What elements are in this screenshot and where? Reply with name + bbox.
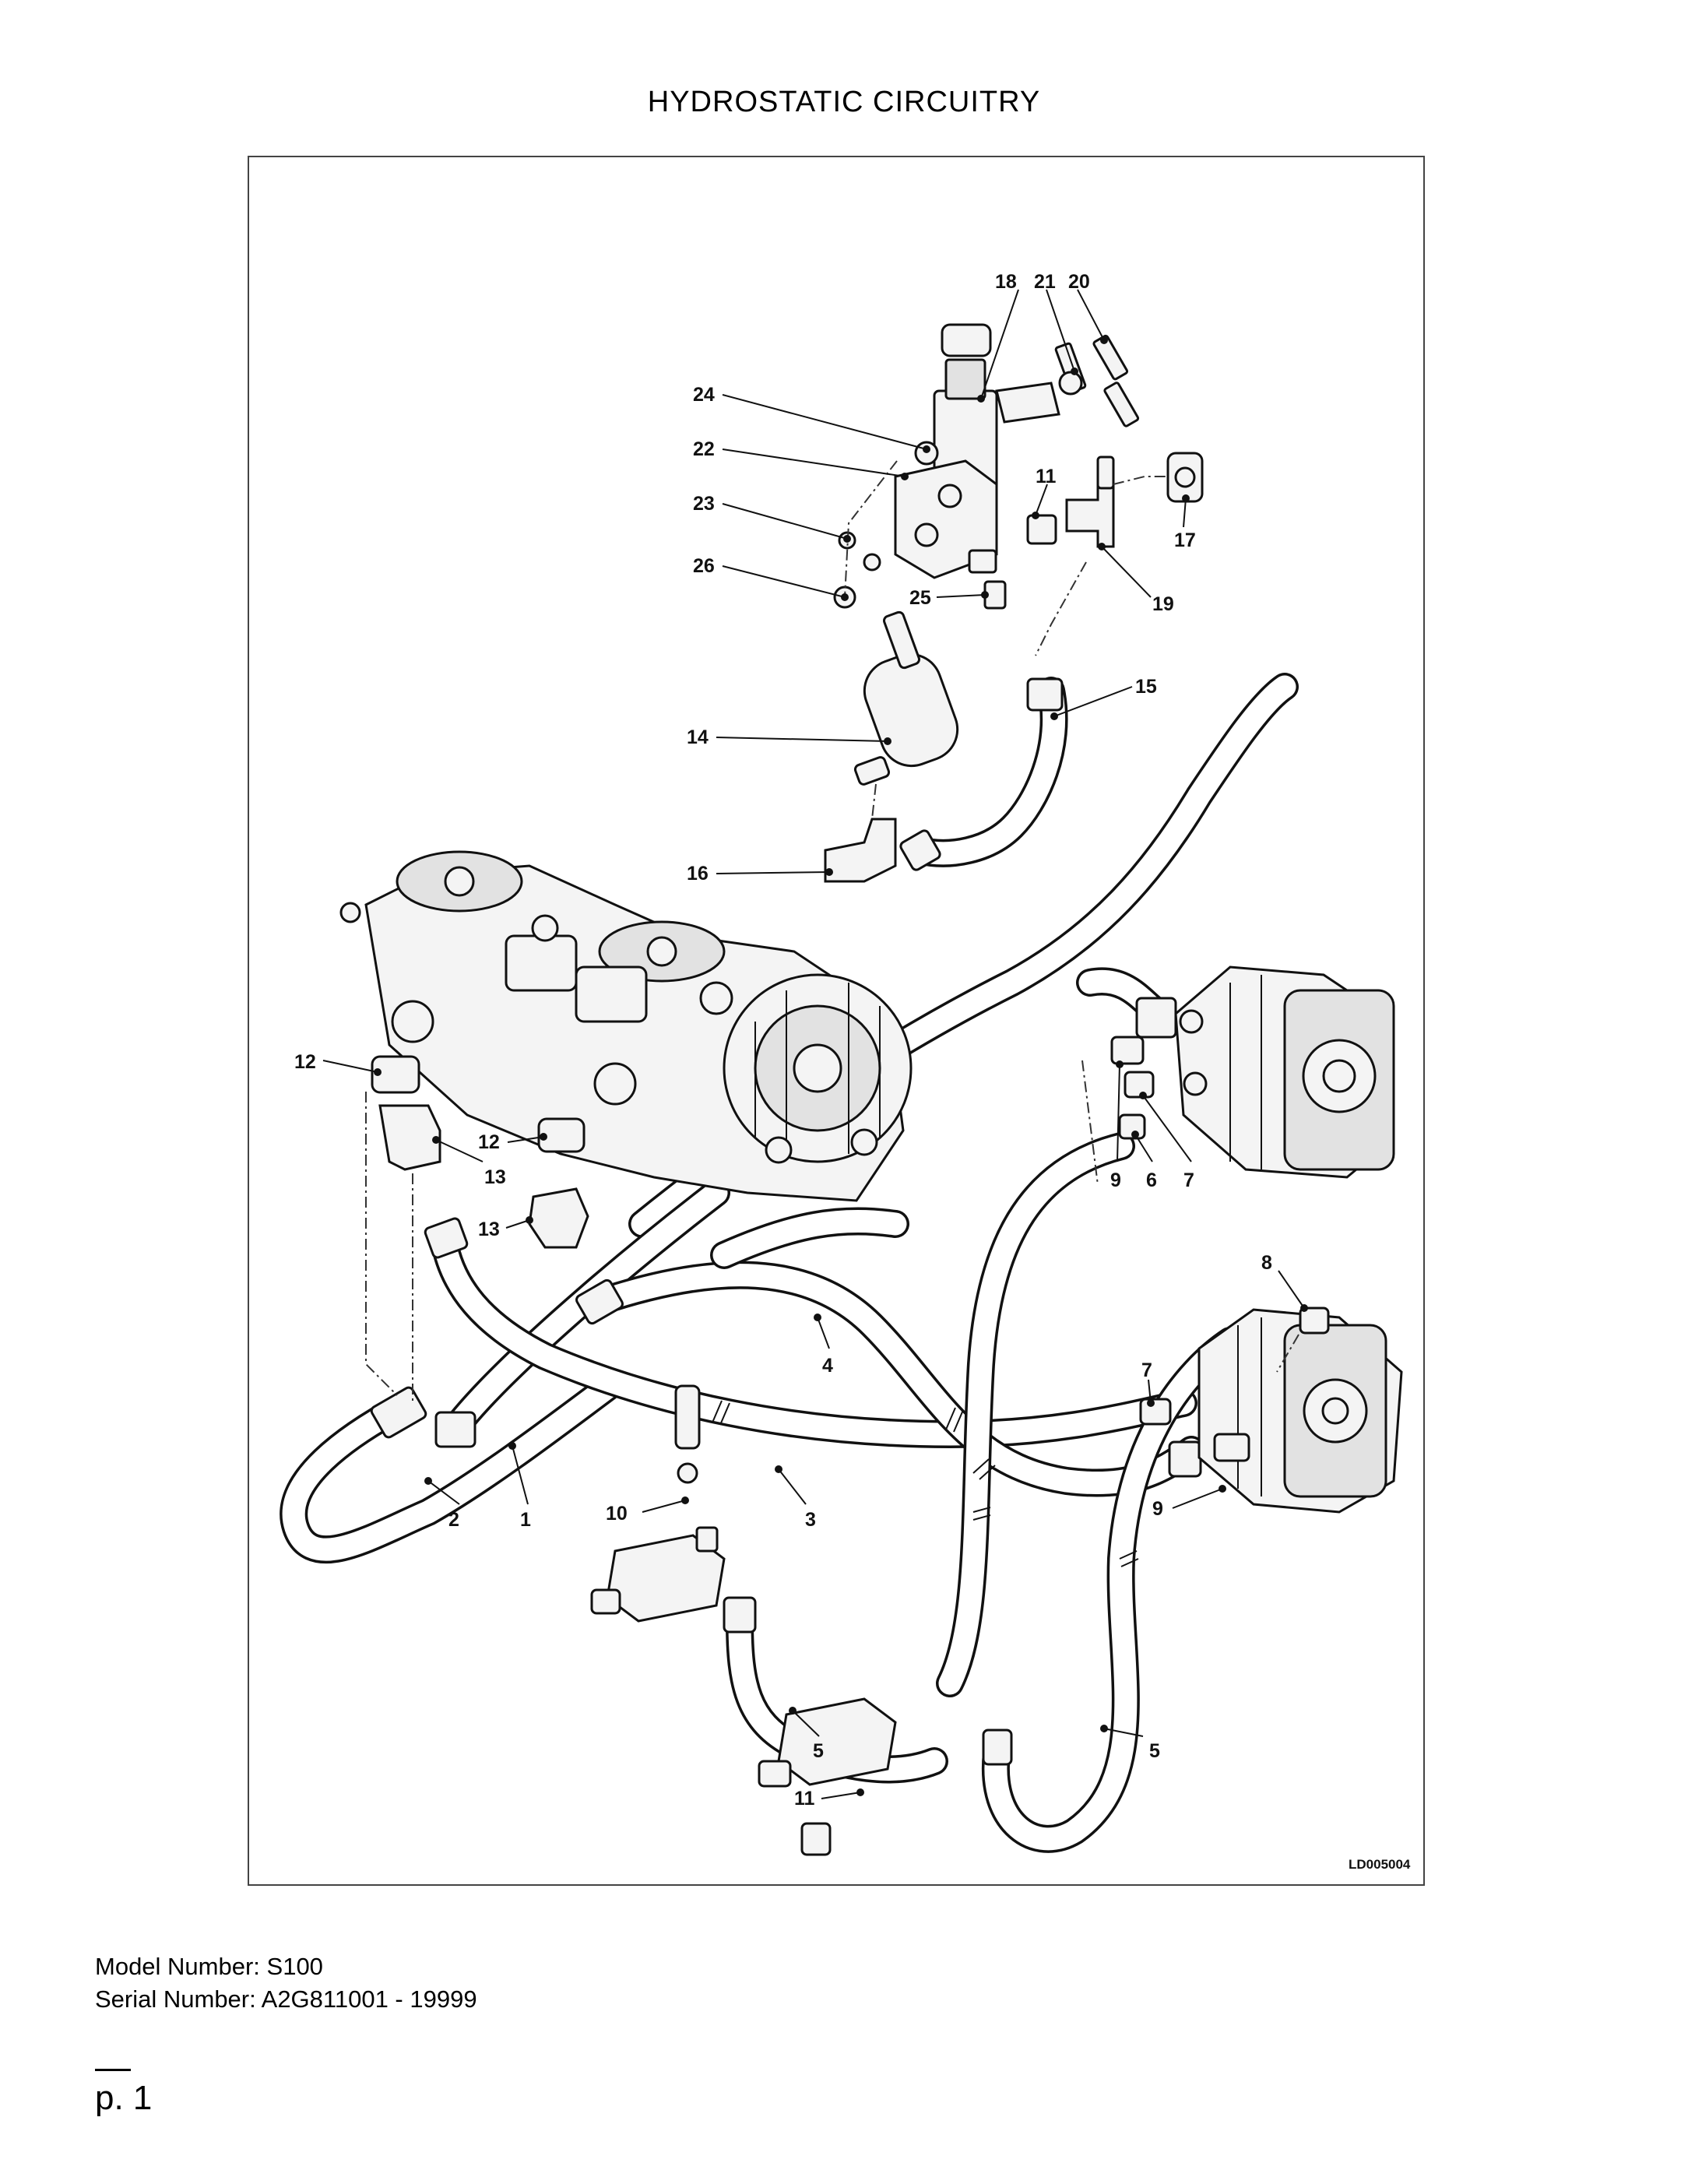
callout-25: 25 [909, 587, 931, 609]
callout-20: 20 [1068, 271, 1090, 293]
page-title: HYDROSTATIC CIRCUITRY [647, 86, 1041, 118]
callout-7-lower: 7 [1141, 1359, 1152, 1381]
callout-leaders [322, 289, 1308, 1799]
callout-12-center: 12 [478, 1131, 500, 1153]
callout-10: 10 [606, 1503, 628, 1525]
callout-13-upper: 13 [484, 1166, 506, 1188]
callout-labels: 18 21 20 24 22 11 17 23 26 25 19 15 14 1… [294, 271, 1411, 1872]
callout-11-bottom: 11 [794, 1788, 815, 1809]
callout-22: 22 [693, 438, 715, 460]
callout-1: 1 [520, 1509, 531, 1531]
filter-bracket-assembly [824, 323, 1204, 883]
callout-5-left: 5 [813, 1740, 824, 1762]
callout-8: 8 [1261, 1252, 1272, 1274]
callout-9-lower: 9 [1152, 1498, 1163, 1520]
callout-14: 14 [687, 726, 709, 748]
callout-12-left: 12 [294, 1051, 316, 1073]
drive-motor-right [1174, 965, 1395, 1179]
loose-fittings [371, 1036, 1330, 1856]
callout-21: 21 [1034, 271, 1056, 293]
callout-15: 15 [1135, 676, 1157, 698]
callout-9-top: 9 [1110, 1169, 1121, 1191]
callout-18: 18 [995, 271, 1017, 293]
callout-26: 26 [693, 555, 715, 577]
callout-2: 2 [448, 1509, 459, 1531]
tandem-hydrostatic-pump [339, 850, 913, 1202]
callout-16: 16 [687, 863, 709, 885]
model-number: Model Number: S100 [95, 1953, 323, 1980]
callout-13-lower: 13 [478, 1219, 500, 1240]
callout-24: 24 [693, 384, 715, 406]
callout-7-top: 7 [1183, 1169, 1194, 1191]
callout-6: 6 [1146, 1169, 1157, 1191]
parts-diagram: 18 21 20 24 22 11 17 23 26 25 19 15 14 1… [248, 156, 1425, 1886]
drive-motor-left [1197, 1308, 1403, 1514]
callout-19: 19 [1152, 593, 1174, 615]
callout-5-right: 5 [1149, 1740, 1160, 1762]
page-number: p. 1 [95, 2079, 153, 2117]
drawing-code: LD005004 [1349, 1857, 1411, 1872]
exploded-view-drawing: 18 21 20 24 22 11 17 23 26 25 19 15 14 1… [280, 271, 1411, 1872]
callout-4: 4 [822, 1355, 833, 1377]
page-number-rule [95, 2069, 131, 2071]
callout-23: 23 [693, 493, 715, 515]
callout-17: 17 [1174, 529, 1196, 551]
callout-3: 3 [805, 1509, 816, 1531]
callout-11-top: 11 [1036, 466, 1057, 487]
assembly-lines [365, 460, 1299, 1403]
serial-number: Serial Number: A2G811001 - 19999 [95, 1985, 477, 2013]
